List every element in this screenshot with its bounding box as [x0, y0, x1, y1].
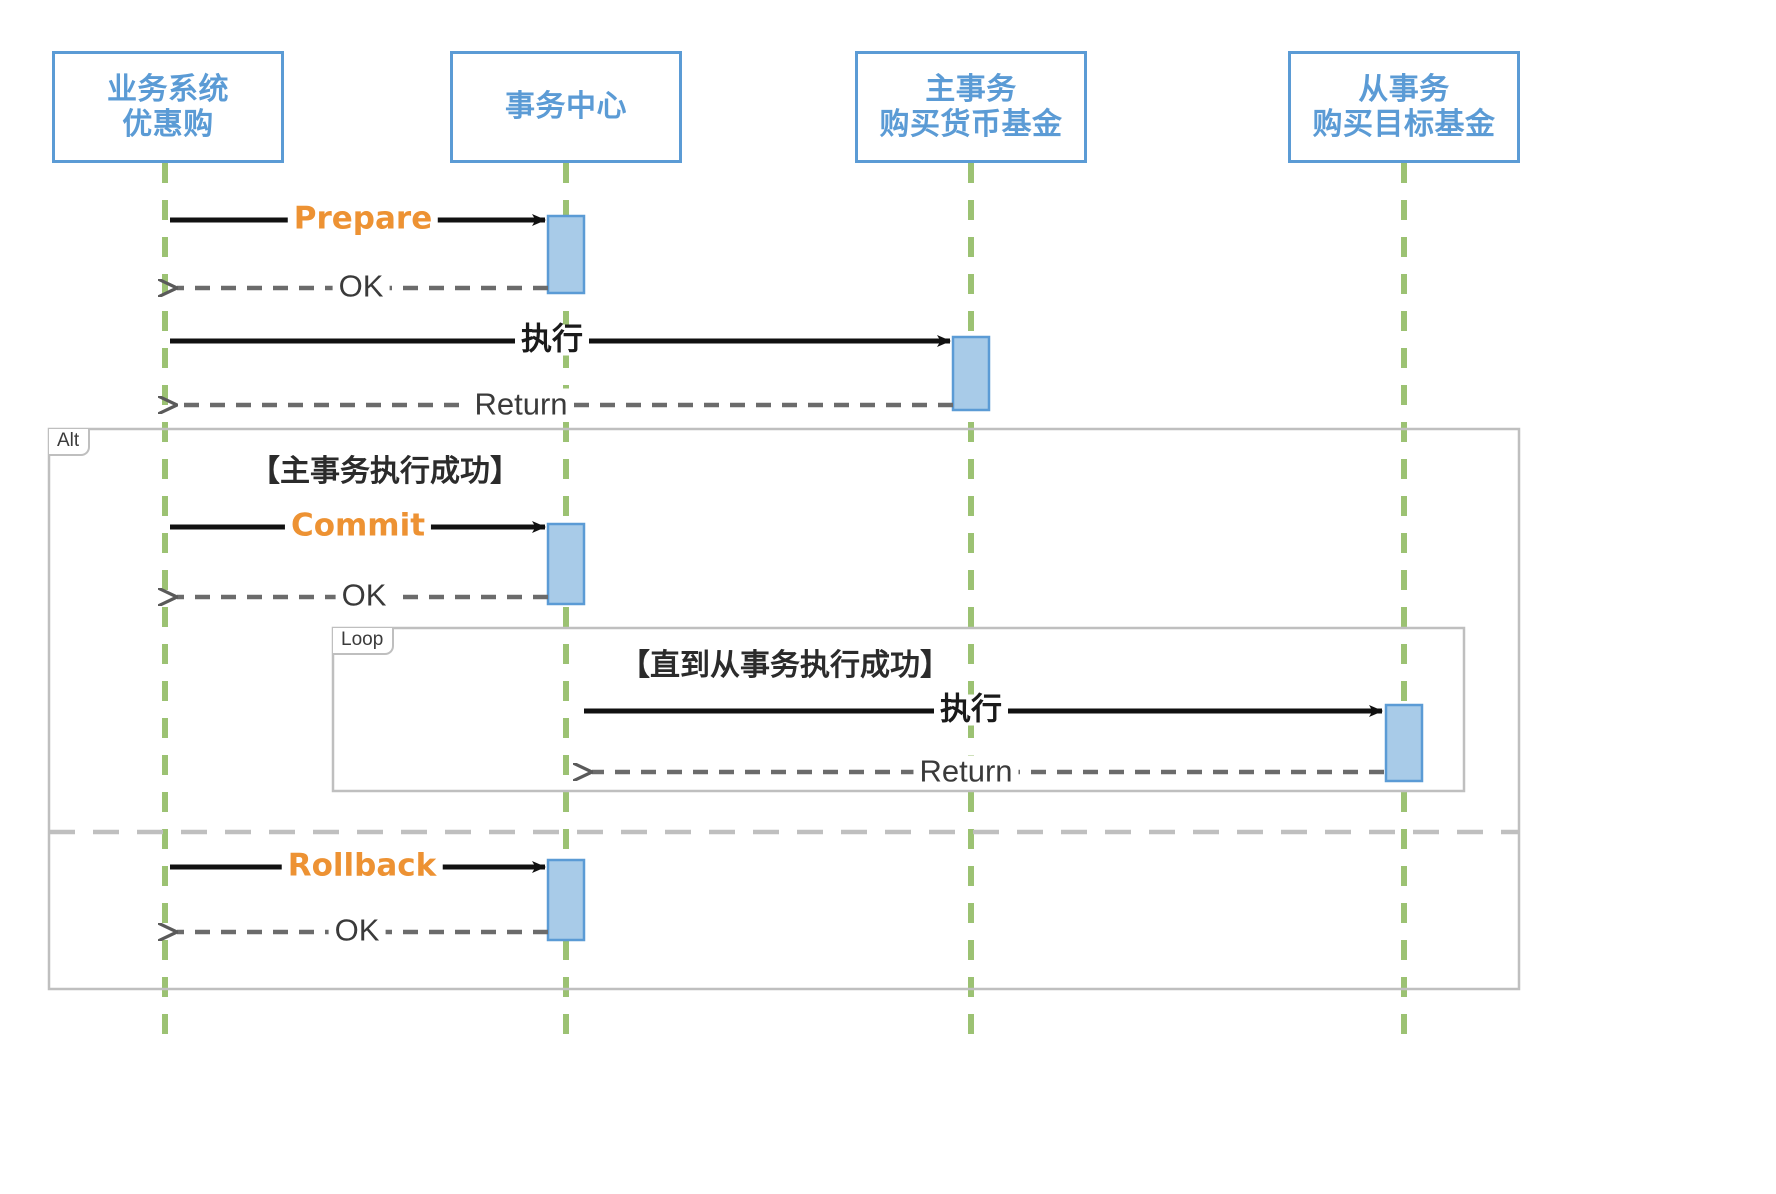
message-label-return-main: Return: [468, 388, 574, 420]
participant-main-transaction-line-1: 主事务: [925, 72, 1017, 106]
message-label-rollback: Rollback: [281, 850, 443, 882]
activation-bar-exec-main: [951, 335, 991, 412]
participant-sub-transaction-line-1: 从事务: [1358, 72, 1450, 106]
activation-bar-prepare: [546, 214, 586, 295]
participant-main-transaction[interactable]: 主事务 购买货币基金: [855, 51, 1087, 163]
alt-fragment-tag[interactable]: Alt: [49, 429, 91, 456]
participant-sub-transaction-line-2: 购买目标基金: [1312, 108, 1496, 141]
message-label-ok-3: OK: [328, 914, 386, 946]
loop-fragment-condition: 【直到从事务执行成功】: [620, 648, 950, 683]
message-label-prepare: Prepare: [287, 203, 439, 235]
activation-bar-exec-sub: [1384, 703, 1424, 783]
message-label-commit: Commit: [284, 510, 432, 542]
message-label-exec-main: 执行: [515, 324, 589, 356]
alt-fragment-condition: 【主事务执行成功】: [250, 454, 520, 489]
fragment-frames-group: [47, 427, 1521, 991]
participant-biz[interactable]: 业务系统 优惠购: [52, 51, 284, 163]
participant-main-transaction-line-2: 购买货币基金: [879, 108, 1063, 141]
loop-fragment-tag[interactable]: Loop: [333, 628, 395, 655]
activation-bars-group: [546, 214, 1424, 942]
message-label-exec-sub: 执行: [934, 694, 1008, 726]
participant-transaction-center[interactable]: 事务中心: [450, 51, 682, 163]
participant-biz-line-1: 业务系统: [107, 72, 229, 106]
message-label-return-sub: Return: [913, 755, 1019, 787]
message-label-ok-1: OK: [332, 270, 390, 302]
participant-sub-transaction[interactable]: 从事务 购买目标基金: [1288, 51, 1520, 163]
participant-biz-line-2: 优惠购: [122, 108, 214, 141]
activation-bar-rollback: [546, 858, 586, 942]
message-arrows-group: [170, 214, 1384, 932]
loop-fragment-frame: [331, 626, 1466, 793]
participant-transaction-center-line-1: 事务中心: [505, 90, 627, 124]
alt-fragment-frame: [47, 427, 1521, 991]
message-label-ok-2: OK: [335, 579, 393, 611]
activation-bar-commit: [546, 522, 586, 606]
